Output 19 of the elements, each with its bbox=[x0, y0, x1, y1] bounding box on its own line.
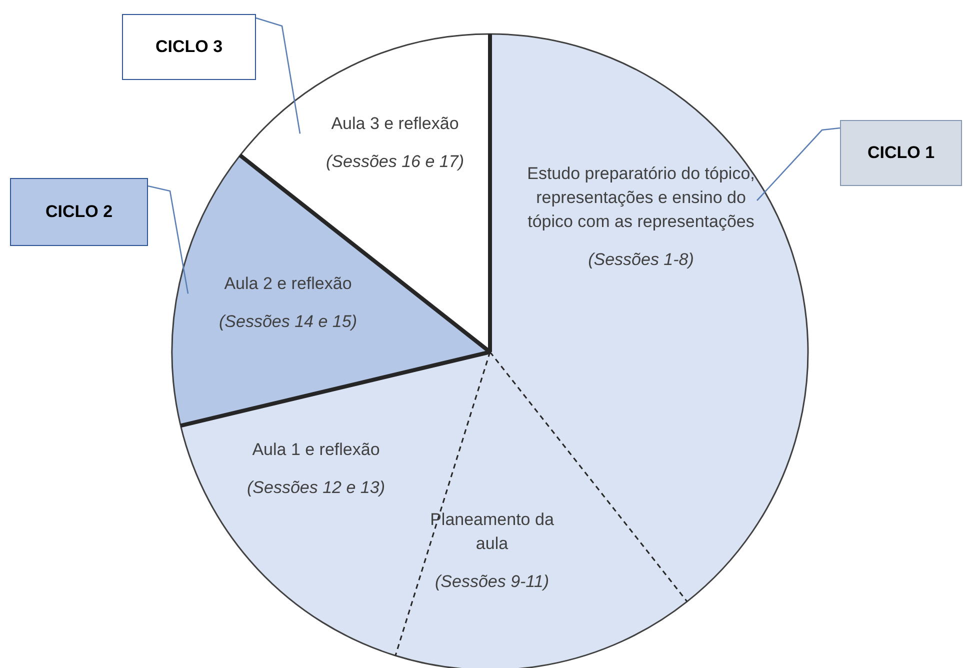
sector-label: Aula 2 e reflexão bbox=[224, 273, 352, 295]
callout-box bbox=[122, 14, 256, 80]
leader-line bbox=[756, 127, 840, 201]
leader-line bbox=[148, 185, 189, 294]
cycle-label: CICLO 3 bbox=[155, 37, 223, 57]
sector-label: Aula 3 e reflexão bbox=[331, 113, 459, 135]
session-range: (Sessões 16 e 17) bbox=[326, 151, 464, 173]
callout-box bbox=[840, 120, 962, 186]
session-range: (Sessões 12 e 13) bbox=[247, 477, 385, 499]
session-range: (Sessões 14 e 15) bbox=[219, 311, 357, 333]
cycle-label: CICLO 2 bbox=[45, 202, 113, 222]
sector-label: Estudo preparatório do tópico, representações e ensino do tópico com as representações bbox=[526, 163, 756, 233]
session-range: (Sessões 9-11) bbox=[434, 571, 549, 593]
cycle-label: CICLO 1 bbox=[867, 143, 935, 163]
leader-line bbox=[256, 17, 301, 134]
sector-label: Planeamento da aula bbox=[429, 509, 555, 555]
session-range: (Sessões 1-8) bbox=[588, 249, 694, 271]
callout-box bbox=[10, 178, 148, 246]
sector-label: Aula 1 e reflexão bbox=[252, 439, 380, 461]
